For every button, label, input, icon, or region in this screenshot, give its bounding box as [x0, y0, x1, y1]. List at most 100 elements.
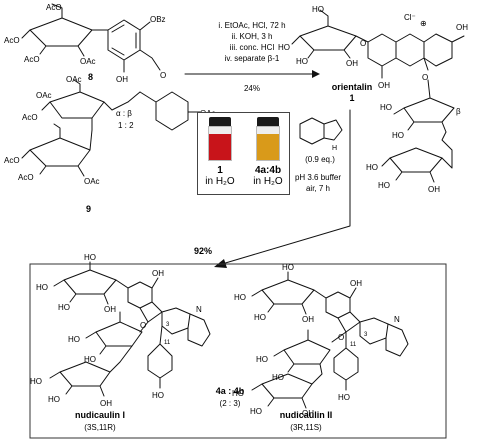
- step2-condition-b: air, 7 h: [306, 184, 330, 193]
- compound-8-number: 8: [88, 72, 93, 82]
- vial-glass: [256, 126, 280, 161]
- acetoxy-label: OAc: [66, 75, 82, 84]
- hydroxy-label: HO: [278, 43, 290, 52]
- hydroxy-label: HO: [392, 131, 404, 140]
- acetoxy-label: AcO: [4, 36, 20, 45]
- nitrogen-label: N: [196, 305, 202, 314]
- hydroxy-label: OH: [100, 399, 112, 408]
- ether-o-label: O: [422, 73, 428, 82]
- hydroxy-label: HO: [380, 103, 392, 112]
- product-ratio-value: (2 : 3): [220, 399, 241, 408]
- hydroxy-label: HO: [250, 407, 262, 416]
- compound-9-structure: OAc OAc AcO OAc AcO AcO OAc α : β 1 : 2 …: [4, 75, 216, 214]
- products-box: [29, 263, 447, 439]
- vial-cap: [257, 117, 279, 126]
- orientalin-name: orientalin: [332, 82, 373, 92]
- hydroxy-label: HO: [58, 303, 70, 312]
- ether-o-label: O: [140, 321, 146, 330]
- indole-reagent: H (0.9 eq.) pH 3.6 buffer air, 7 h: [295, 117, 343, 193]
- compound-8-structure: AcO AcO AcO OAc OBz OH O 8: [4, 3, 166, 84]
- vial-nudicaulin: [256, 117, 280, 161]
- condition-1: i. EtOAc, HCl, 72 h: [218, 21, 285, 30]
- hydroxy-label: HO: [272, 373, 284, 382]
- hydroxy-label: HO: [232, 389, 244, 398]
- step2-condition-a: pH 3.6 buffer: [295, 173, 341, 182]
- acetoxy-label: OAc: [36, 91, 52, 100]
- acetoxy-label: AcO: [4, 156, 20, 165]
- position-11-label: 11: [350, 342, 357, 348]
- acetoxy-label: AcO: [24, 55, 40, 64]
- hydroxy-label: HO: [36, 283, 48, 292]
- vial-photo-panel: 1 in H₂O 4a:4b in H₂O: [197, 112, 290, 195]
- vial-label-nudicaulin: 4a:4b in H₂O: [248, 165, 288, 187]
- hydroxy-label: HO: [338, 393, 350, 402]
- hydroxy-label: OH: [346, 59, 358, 68]
- benzoyloxy-label: OBz: [150, 15, 166, 24]
- hydroxy-label: HO: [312, 5, 324, 14]
- product-ratio: 4a : 4b (2 : 3): [216, 386, 245, 408]
- hydroxy-label: HO: [254, 313, 266, 322]
- nudicaulin-II-name: nudicaulin II: [280, 410, 333, 420]
- vial-compound-label: 1: [217, 165, 223, 176]
- vial-solvent-label: in H₂O: [253, 176, 283, 187]
- hydroxy-label: HO: [282, 263, 294, 272]
- acetoxy-label: AcO: [46, 3, 62, 12]
- acetoxy-label: AcO: [22, 113, 38, 122]
- vial-compound-label: 4a:4b: [254, 165, 282, 176]
- aldehyde-o-label: O: [160, 71, 166, 80]
- position-3-label: 3: [364, 332, 368, 338]
- indole-nh-label: H: [332, 145, 337, 152]
- position-11-label: 11: [164, 340, 171, 346]
- compound-9-number: 9: [86, 204, 91, 214]
- hydroxy-label: OH: [302, 315, 314, 324]
- hydroxy-label: HO: [152, 391, 164, 400]
- hydroxy-label: HO: [84, 355, 96, 364]
- vial-cap: [209, 117, 231, 126]
- hydroxy-label: OH: [302, 409, 314, 418]
- hydroxy-label: OH: [428, 185, 440, 194]
- vial-glass: [208, 126, 232, 161]
- vial-liquid-red: [209, 133, 231, 160]
- vial-label-orientalin: 1 in H₂O: [200, 165, 240, 187]
- nudicaulin-I-structure: HO HO HO OH OH N 3 11 O HO HO HO HO OH H…: [30, 253, 211, 432]
- condition-4: iv. separate β-1: [225, 54, 280, 63]
- step1-yield: 24%: [244, 84, 260, 93]
- hydroxy-label: OH: [152, 269, 164, 278]
- anomer-ratio-label: α : β: [116, 109, 132, 118]
- hydroxy-label: HO: [48, 395, 60, 404]
- condition-3: iii. conc. HCl: [230, 43, 275, 52]
- hydroxy-label: HO: [256, 355, 268, 364]
- product-ratio-label: 4a : 4b: [216, 386, 245, 396]
- ether-o-label: O: [360, 39, 366, 48]
- hydroxy-label: HO: [84, 253, 96, 262]
- hydroxy-label: OH: [350, 279, 362, 288]
- vial-liquid-orange: [257, 133, 279, 160]
- positive-charge-label: ⊕: [420, 19, 427, 28]
- nudicaulin-II-structure: HO HO HO OH OH N 3 11 O HO HO HO HO OH H…: [232, 263, 409, 432]
- hydroxy-label: HO: [30, 377, 42, 386]
- orientalin-structure: HO HO HO OH O OH Cl⁻ ⊕ OH O orientalin 1…: [278, 5, 468, 194]
- hydroxy-label: OH: [104, 305, 116, 314]
- acetoxy-label: AcO: [18, 173, 34, 182]
- reaction-arrow-1: i. EtOAc, HCl, 72 h ii. KOH, 3 h iii. co…: [184, 21, 320, 93]
- hydroxy-label: OH: [456, 23, 468, 32]
- acetoxy-label: OAc: [80, 57, 96, 66]
- orientalin-number: 1: [349, 93, 354, 103]
- vial-solvent-label: in H₂O: [205, 176, 235, 187]
- beta-label: β: [456, 107, 461, 116]
- hydroxy-label: HO: [366, 163, 378, 172]
- hydroxy-label: HO: [234, 293, 246, 302]
- hydroxy-label: HO: [68, 335, 80, 344]
- indole-equivalents: (0.9 eq.): [305, 155, 335, 164]
- condition-2: ii. KOH, 3 h: [232, 32, 273, 41]
- ether-o-label: O: [338, 333, 344, 342]
- nudicaulin-I-name: nudicaulin I: [75, 410, 125, 420]
- hydroxy-label: OH: [116, 75, 128, 84]
- nudicaulin-II-configuration: (3R,11S): [290, 423, 322, 432]
- vial-orientalin: [208, 117, 232, 161]
- nudicaulin-I-configuration: (3S,11R): [84, 423, 116, 432]
- nitrogen-label: N: [394, 315, 400, 324]
- position-3-label: 3: [166, 322, 170, 328]
- anomer-ratio: 1 : 2: [118, 121, 134, 130]
